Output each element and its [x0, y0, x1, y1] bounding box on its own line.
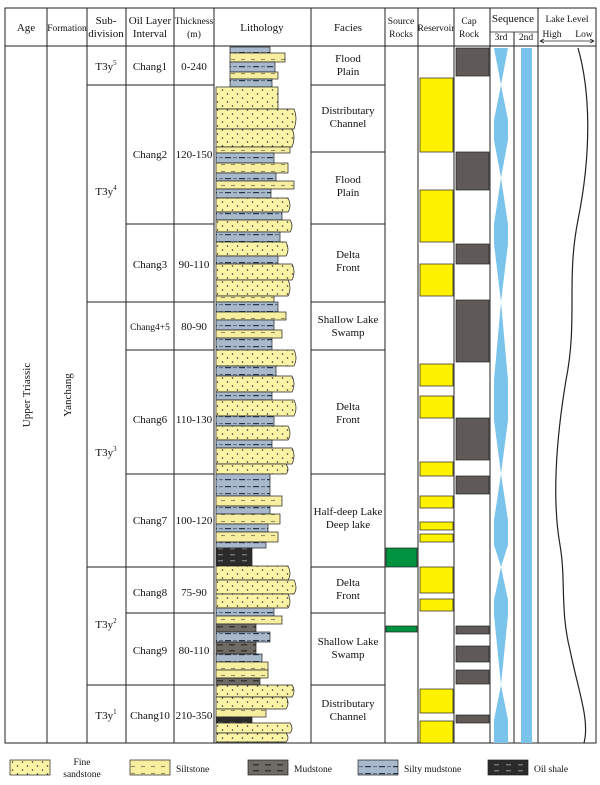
facies-label: Swamp	[332, 327, 366, 339]
subdivision-labels: T3y5 T3y4 T3y3 T3y2 T3y1	[95, 59, 117, 722]
interval-thickness: 120-150	[176, 149, 213, 161]
interval-name: Chang7	[133, 515, 168, 527]
header-source-rocks-1: Source	[388, 17, 414, 27]
header-source-rocks-2: Rocks	[389, 30, 413, 40]
header-facies: Facies	[334, 22, 362, 34]
header-thickness-1: Thickness	[175, 17, 214, 27]
facies-label: Channel	[330, 118, 367, 130]
facies-label: Front	[336, 262, 360, 274]
sequence-3rd-order	[494, 48, 508, 743]
cap-rock-column	[455, 47, 490, 724]
header-lithology: Lithology	[240, 22, 284, 34]
interval-thickness: 75-90	[181, 587, 207, 599]
header-sequence: Sequence	[492, 13, 534, 25]
facies-label: Distributary	[321, 698, 375, 710]
legend-label: Siltstone	[176, 765, 209, 775]
legend-swatch-fine-sandstone	[9, 759, 51, 776]
header-oil-layer-2: Interval	[133, 28, 167, 40]
facies-label: Front	[336, 590, 360, 602]
lake-level-curve	[555, 47, 589, 744]
header-reservoir: Reservoir	[418, 24, 456, 34]
interval-name: Chang1	[133, 61, 167, 73]
facies-label: Delta	[336, 249, 360, 261]
header-subdivision-2: division	[88, 28, 124, 40]
header-lake-high: High	[543, 30, 562, 40]
subdivision-t3y3: T3y3	[95, 445, 117, 459]
interval-name: Chang4+5	[130, 323, 170, 333]
interval-name: Chang8	[133, 587, 168, 599]
facies-label: Front	[336, 414, 360, 426]
interval-thickness: 110-130	[176, 414, 213, 426]
legend-label: Silty mudstone	[404, 765, 461, 775]
interval-thickness: 0-240	[181, 61, 207, 73]
facies-label: Flood	[335, 174, 361, 186]
subdivision-t3y5: T3y5	[95, 59, 117, 73]
facies-label: Flood	[335, 53, 361, 65]
facies-label: Half-deep Lake	[314, 506, 383, 518]
header-subdivision-1: Sub-	[96, 15, 117, 27]
facies-label: Channel	[330, 711, 367, 723]
header-lake-low: Low	[575, 30, 593, 40]
facies-label: Delta	[336, 577, 360, 589]
header-lake-level: Lake Level	[546, 15, 589, 25]
header-thickness-2: (m)	[187, 29, 201, 40]
facies-label: Plain	[337, 187, 360, 199]
facies-label: Distributary	[321, 105, 375, 117]
interval-thickness: 90-110	[179, 259, 210, 271]
facies-label: Plain	[337, 66, 360, 78]
header-sequence-2nd: 2nd	[519, 33, 534, 43]
facies-label: Deep lake	[326, 519, 370, 531]
interval-thickness: 100-120	[176, 515, 213, 527]
legend-swatch-siltstone	[129, 759, 171, 776]
interval-name: Chang3	[133, 259, 168, 271]
lithology-column	[215, 46, 297, 743]
header-row: Age Formation Sub- division Oil Layer In…	[4, 7, 597, 47]
header-cap-rock-2: Rock	[459, 30, 479, 40]
header-formation: Formation	[47, 24, 87, 34]
header-age: Age	[17, 22, 35, 34]
header-sequence-3rd: 3rd	[495, 33, 508, 43]
facies-label: Swamp	[332, 649, 366, 661]
interval-thickness: 210-350	[176, 710, 213, 722]
legend: Fine sandstone Siltstone Mudstone Silty …	[9, 758, 568, 780]
interval-boundaries	[126, 223, 214, 614]
facies-label: Shallow Lake	[318, 636, 379, 648]
interval-thickness: 80-90	[181, 321, 207, 333]
subdivision-boundaries	[87, 84, 214, 686]
facies-label: Delta	[336, 401, 360, 413]
interval-name: Chang2	[133, 149, 167, 161]
sequence-2nd-order	[521, 48, 532, 743]
subdivision-t3y2: T3y2	[95, 617, 117, 631]
legend-label: Mudstone	[294, 765, 332, 775]
legend-label: Fine	[74, 758, 91, 768]
interval-name: Chang9	[133, 645, 168, 657]
table-body	[4, 45, 597, 744]
legend-swatch-silty-mudstone	[357, 759, 399, 776]
interval-name: Chang6	[133, 414, 168, 426]
formation-label: Yanchang	[62, 373, 74, 417]
interval-thickness: 80-110	[179, 645, 210, 657]
facies-labels: Flood Plain Distributary Channel Flood P…	[314, 53, 383, 723]
interval-labels: Chang1 0-240 Chang2 120-150 Chang3 90-11…	[130, 61, 213, 722]
header-cap-rock-1: Cap	[461, 17, 477, 27]
reservoir-column	[419, 77, 454, 744]
legend-label: Oil shale	[534, 765, 568, 775]
source-rocks-column	[385, 547, 418, 633]
interval-name: Chang10	[130, 710, 170, 722]
lake-level-arrow-icon	[539, 38, 595, 44]
header-oil-layer-1: Oil Layer	[129, 15, 172, 27]
column-dividers	[46, 8, 539, 743]
legend-swatch-oil-shale	[487, 759, 529, 776]
legend-swatch-mudstone	[247, 759, 289, 776]
facies-boundaries	[311, 84, 385, 686]
age-label: Upper Triassic	[21, 363, 33, 428]
legend-label: sandstone	[63, 770, 100, 780]
subdivision-t3y1: T3y1	[95, 708, 117, 722]
facies-label: Shallow Lake	[318, 314, 379, 326]
subdivision-t3y4: T3y4	[95, 184, 117, 198]
